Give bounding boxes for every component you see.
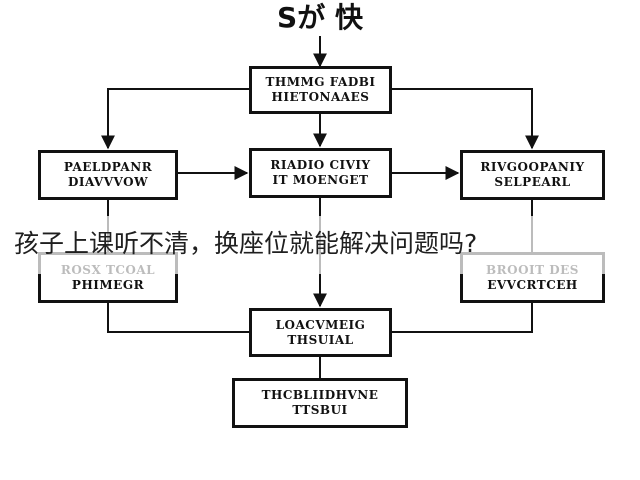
node-right-label: RIVGOOPANIY SELPEARL [480,160,585,189]
arrow-top-to-left [101,88,249,150]
node-lower-center-label: LOACVMEIG THSUIAL [275,317,366,347]
node-left: PAELDPANR DIAVVVOW [38,150,178,200]
caption-overlay [0,216,640,274]
node-left-label: PAELDPANR DIAVVVOW [63,160,153,189]
node-center-label: RIADIO CIVIY IT MOENGET [270,158,371,187]
diagram-title: Sが 快 [277,1,363,34]
node-top: THMMG FADBI HIETONAAES [249,66,392,114]
node-bottom: THCBLIIDHVNE TTSBUI [232,378,408,428]
node-center: RIADIO CIVIY IT MOENGET [249,148,392,198]
node-lower-center: LOACVMEIG THSUIAL [249,308,392,357]
line-lower-right-to-lower-center [392,303,533,333]
node-right: RIVGOOPANIY SELPEARL [460,150,605,200]
node-top-label: THMMG FADBI HIETONAAES [265,75,376,104]
node-bottom-label: THCBLIIDHVNE TTSBUI [261,388,379,417]
caption-text: 孩子上课听不清，换座位就能解决问题吗? [14,229,478,258]
line-lower-left-to-lower-center [107,303,249,333]
arrow-top-to-right [392,88,539,150]
